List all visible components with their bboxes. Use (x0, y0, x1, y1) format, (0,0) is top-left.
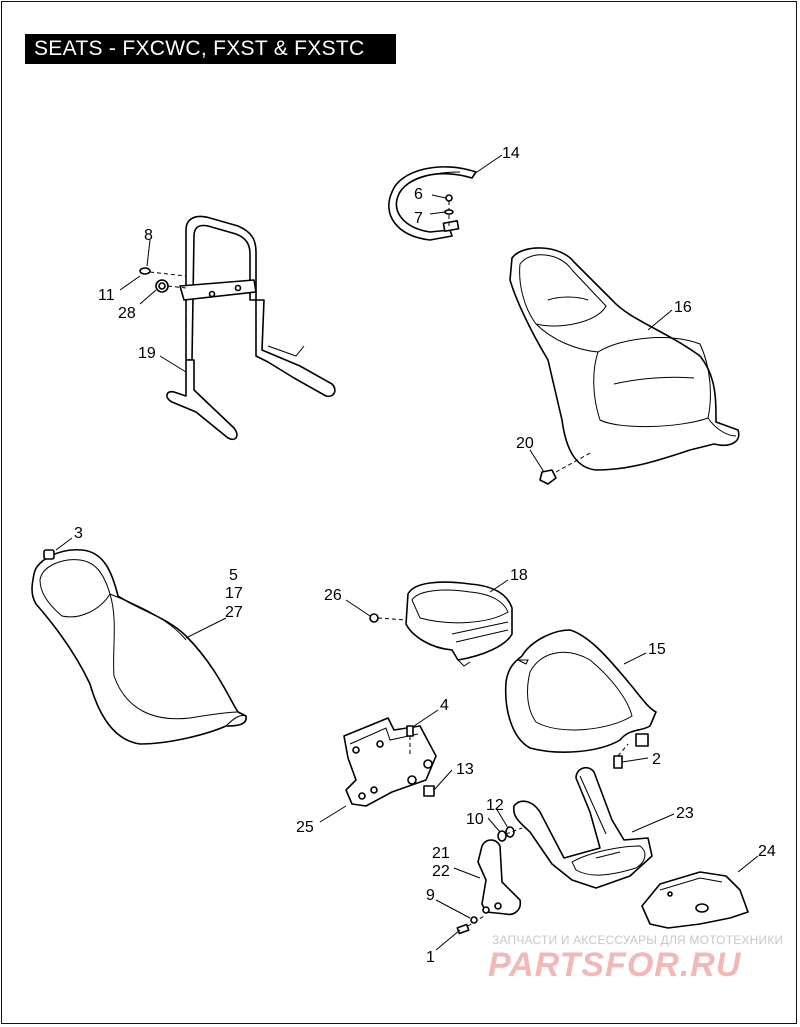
seat-pan-bracket-part (343, 717, 437, 807)
bracket-bolt-part (456, 915, 485, 935)
callout-28: 28 (118, 305, 136, 322)
callout-22: 22 (432, 863, 450, 880)
seat-strap-part (388, 166, 477, 241)
seat-tray-part (512, 766, 653, 889)
callout-6: 6 (414, 186, 423, 203)
callout-14: 14 (502, 145, 520, 162)
callout-17: 17 (225, 585, 243, 602)
pillion-washer-part (369, 613, 407, 623)
two-up-seat-part (509, 247, 740, 471)
callout-27: 27 (225, 604, 243, 621)
seat-knob-part (43, 549, 55, 560)
seat-nut-part (539, 451, 593, 485)
callout-21: 21 (432, 845, 450, 862)
touring-seat-part (31, 549, 247, 745)
callout-18: 18 (510, 567, 528, 584)
watermark-tagline: ЗАПЧАСТИ И АКСЕССУАРЫ ДЛЯ МОТОТЕХНИКИ (492, 933, 784, 947)
callout-15: 15 (648, 641, 666, 658)
callout-11: 11 (98, 287, 115, 304)
solo-seat-part (504, 629, 657, 753)
seat-cover-part (641, 871, 749, 929)
side-bracket-part (477, 839, 522, 916)
callout-2: 2 (652, 751, 661, 768)
callout-10: 10 (466, 811, 484, 828)
sissy-bar-hardware (139, 267, 187, 293)
callout-23: 23 (676, 805, 694, 822)
callout-4: 4 (440, 697, 449, 714)
callout-1: 1 (426, 949, 435, 966)
callout-12: 12 (486, 797, 504, 814)
callout-labels: 14 6 7 8 11 28 19 16 20 3 5 17 27 18 26 … (74, 145, 776, 966)
callout-3: 3 (74, 525, 83, 542)
callout-5: 5 (229, 567, 238, 584)
pillion-seat-part (405, 581, 513, 667)
rubber-bushing-part (423, 785, 435, 797)
callout-26: 26 (324, 587, 342, 604)
callout-24: 24 (758, 843, 776, 860)
callout-16: 16 (674, 299, 692, 316)
diagram-title: SEATS - FXCWC, FXST & FXSTC (25, 34, 396, 64)
leader-lines (55, 154, 759, 951)
callout-13: 13 (456, 761, 474, 778)
callout-25: 25 (296, 819, 314, 836)
bracket-screw-part (406, 725, 414, 756)
callout-7: 7 (414, 210, 423, 227)
strap-screw-part (444, 194, 454, 226)
callout-9: 9 (426, 887, 435, 904)
tray-washer-part (497, 826, 523, 842)
seat-screw-part (613, 743, 629, 769)
callout-8: 8 (144, 227, 153, 244)
sissy-bar-part (166, 215, 336, 441)
callout-19: 19 (138, 345, 156, 362)
watermark-logo: PARTSFOR.RU (488, 946, 742, 984)
callout-20: 20 (516, 435, 534, 452)
